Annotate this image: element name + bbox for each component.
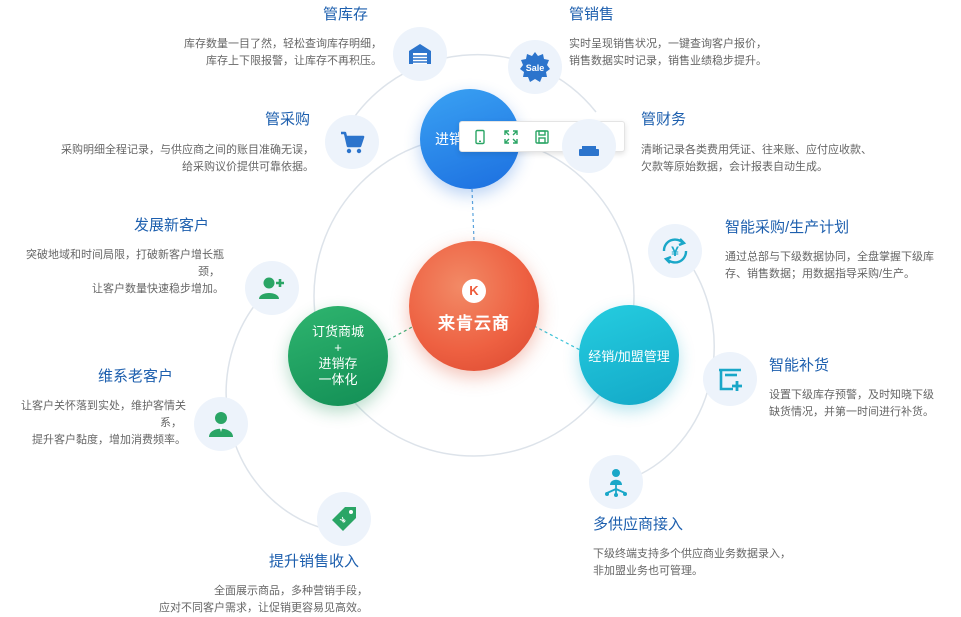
feature-desc-sales-growth-line2: 应对不同客户需求，让促销更容易见高效。 bbox=[159, 602, 368, 614]
feature-desc-smart-purchase-line1: 通过总部与下级数据协同，全盘掌握下级库 bbox=[725, 251, 934, 263]
top-arc bbox=[341, 54, 597, 138]
brand-logo-icon: K bbox=[462, 278, 486, 303]
warehouse-icon bbox=[393, 27, 447, 81]
hub-right-label: 经销/加盟管理 bbox=[588, 348, 670, 364]
hub-dealer-management: 经销/加盟管理 bbox=[579, 305, 679, 405]
feature-desc-new-customers-line2: 颈， bbox=[198, 266, 220, 278]
feature-desc-purchase: 采购明细全程记录，与供应商之间的账目准确无误， 给采购议价提供可靠依据。 bbox=[20, 142, 314, 176]
svg-text:¥: ¥ bbox=[339, 515, 349, 525]
feature-title-smart-purchase: 智能采购/生产计划 bbox=[725, 219, 850, 236]
link-right bbox=[533, 325, 581, 351]
sale-tag-icon: Sale bbox=[508, 40, 562, 94]
feature-desc-multi-supplier: 下级终端支持多个供应商业务数据录入， 非加盟业务也可管理。 bbox=[593, 546, 853, 580]
feature-desc-new-customers-line3: 让客户数量快速稳步增加。 bbox=[92, 283, 224, 295]
feature-desc-sales-line2: 销售数据实时记录，销售业绩稳步提升。 bbox=[569, 55, 767, 67]
feature-desc-replenish: 设置下级库存预警，及时知晓下级 缺货情况，并第一时间进行补货。 bbox=[769, 387, 959, 421]
hub-left-line4: 一体化 bbox=[318, 372, 358, 387]
feature-desc-finance: 清晰记录各类费用凭证、往来账、应付应收款、 欠款等原始数据，会计报表自动生成。 bbox=[641, 142, 931, 176]
hub-jinxiao-label: 进销 bbox=[435, 131, 463, 147]
feature-desc-inventory-line2: 库存上下限报警，让库存不再积压。 bbox=[206, 55, 382, 67]
feature-title-purchase: 管采购 bbox=[265, 111, 311, 128]
feature-title-old-customers: 维系老客户 bbox=[98, 368, 174, 385]
link-top bbox=[471, 188, 475, 242]
svg-text:¥: ¥ bbox=[671, 243, 679, 259]
hub-left-line1: 订货商城 bbox=[311, 324, 364, 339]
feature-desc-new-customers: 突破地域和时间局限，打破新客户增长瓶 颈， 让客户数量快速稳步增加。 bbox=[4, 247, 224, 298]
feature-desc-replenish-line1: 设置下级库存预警，及时知晓下级 bbox=[769, 389, 934, 401]
feature-title-multi-supplier: 多供应商接入 bbox=[593, 516, 684, 533]
replenish-icon bbox=[703, 352, 757, 406]
feature-desc-old-customers: 让客户关怀落到实处，维护客情关 系， 提升客户黏度，增加消费频率。 bbox=[4, 398, 186, 449]
hub-ordering-mall: 订货商城 + 进销存 一体化 bbox=[288, 306, 388, 406]
shopping-cart-icon bbox=[325, 115, 379, 169]
feature-desc-inventory-line1: 库存数量一目了然，轻松查询库存明细， bbox=[184, 38, 382, 50]
feature-desc-old-customers-line1: 让客户关怀落到实处，维护客情关 bbox=[21, 400, 186, 412]
feature-desc-sales-growth: 全面展示商品，多种营销手段， 应对不同客户需求，让促销更容易见高效。 bbox=[110, 583, 368, 617]
feature-desc-multi-supplier-line1: 下级终端支持多个供应商业务数据录入， bbox=[593, 548, 791, 560]
add-user-icon bbox=[245, 261, 299, 315]
center-node: K 来肯云商 bbox=[409, 241, 539, 371]
link-left bbox=[387, 325, 415, 341]
feature-desc-smart-purchase: 通过总部与下级数据协同，全盘掌握下级库 存、销售数据；用数据指导采购/生产。 bbox=[725, 249, 961, 283]
feature-title-finance: 管财务 bbox=[641, 111, 687, 128]
feature-desc-replenish-line2: 缺货情况，并第一时间进行补货。 bbox=[769, 406, 934, 418]
customer-icon bbox=[194, 397, 248, 451]
center-title: 来肯云商 bbox=[438, 313, 510, 333]
feature-desc-purchase-line2: 给采购议价提供可靠依据。 bbox=[182, 161, 314, 173]
supplier-network-icon bbox=[589, 455, 643, 509]
feature-desc-old-customers-line3: 提升客户黏度，增加消费频率。 bbox=[32, 434, 186, 446]
feature-title-inventory: 管库存 bbox=[323, 6, 369, 23]
finance-icon bbox=[562, 119, 616, 173]
mobile-view-icon[interactable] bbox=[469, 126, 491, 148]
price-tag-icon: ¥ bbox=[317, 492, 371, 546]
feature-desc-new-customers-line1: 突破地域和时间局限，打破新客户增长瓶 bbox=[26, 249, 224, 261]
feature-title-sales-growth: 提升销售收入 bbox=[269, 553, 360, 570]
feature-title-sales: 管销售 bbox=[569, 6, 615, 23]
hub-left-line3: 进销存 bbox=[318, 356, 358, 371]
feature-desc-sales-line1: 实时呈现销售状况，一键查询客户报价， bbox=[569, 38, 767, 50]
feature-desc-finance-line2: 欠款等原始数据，会计报表自动生成。 bbox=[641, 161, 828, 173]
feature-desc-sales-growth-line1: 全面展示商品，多种营销手段， bbox=[214, 585, 368, 597]
feature-desc-multi-supplier-line2: 非加盟业务也可管理。 bbox=[593, 565, 703, 577]
feature-desc-sales: 实时呈现销售状况，一键查询客户报价， 销售数据实时记录，销售业绩稳步提升。 bbox=[569, 36, 829, 70]
feature-title-replenish: 智能补货 bbox=[769, 357, 830, 374]
hub-left-line2: + bbox=[334, 340, 342, 355]
yen-sync-icon: ¥ bbox=[648, 224, 702, 278]
feature-desc-finance-line1: 清晰记录各类费用凭证、往来账、应付应收款、 bbox=[641, 144, 872, 156]
feature-desc-inventory: 库存数量一目了然，轻松查询库存明细， 库存上下限报警，让库存不再积压。 bbox=[118, 36, 382, 70]
save-icon[interactable] bbox=[531, 126, 553, 148]
sale-icon-text: Sale bbox=[526, 63, 545, 73]
feature-title-new-customers: 发展新客户 bbox=[134, 217, 210, 234]
fullscreen-icon[interactable] bbox=[500, 126, 522, 148]
feature-desc-smart-purchase-line2: 存、销售数据；用数据指导采购/生产。 bbox=[725, 268, 916, 280]
feature-desc-purchase-line1: 采购明细全程记录，与供应商之间的账目准确无误， bbox=[61, 144, 314, 156]
feature-desc-old-customers-line2: 系， bbox=[160, 417, 182, 429]
